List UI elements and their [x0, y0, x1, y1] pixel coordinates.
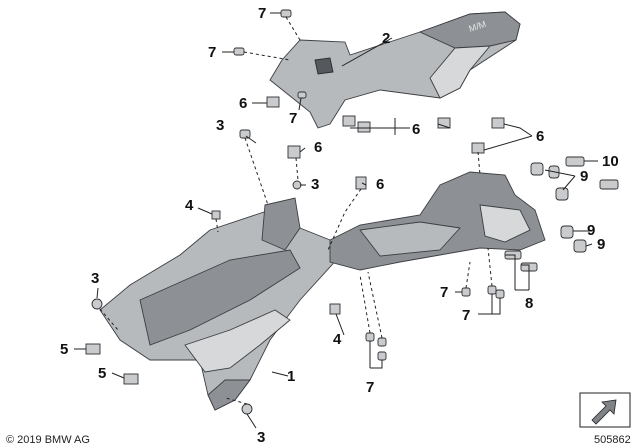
leader-lines: [74, 12, 598, 429]
screw-7-low-c: [495, 289, 505, 299]
clip-nut-6-h: [355, 176, 367, 190]
callout-6: 6: [376, 176, 384, 193]
clip-nut-6-c: [357, 121, 371, 133]
diagram-number: 505862: [594, 434, 631, 446]
screw-3-b: [292, 180, 302, 190]
assembly-lines: [99, 16, 493, 405]
callout-3: 3: [91, 270, 99, 287]
grommet-4-a: [211, 210, 221, 220]
callout-7: 7: [462, 307, 470, 324]
clip-nut-6-f: [471, 142, 485, 154]
clip-nut-6-e: [491, 117, 505, 129]
callout-7: 7: [208, 44, 216, 61]
screw-7-low-f: [377, 351, 387, 361]
screw-3-c: [91, 298, 103, 310]
nut-5-a: [85, 343, 101, 355]
screw-7-low-e: [377, 337, 387, 347]
callout-5: 5: [98, 365, 106, 382]
callout-6: 6: [536, 128, 544, 145]
grommet-4-b: [329, 303, 341, 315]
part-2-tail-cover: M/M: [269, 11, 521, 129]
bushing-9-e: [573, 239, 587, 253]
screw-3-a: [239, 129, 251, 139]
screw-7-top: [280, 9, 292, 18]
callout-labels: 7 7 2 6 7 3 6 6 6 3 6 10 9 4 9 9 3 7 8 7…: [60, 5, 619, 446]
callout-7: 7: [289, 110, 297, 127]
clip-nut-6-b: [342, 115, 356, 127]
callout-6: 6: [239, 95, 247, 112]
clip-nut-6-a: [266, 96, 280, 108]
part-1-rear-frame: [99, 171, 546, 411]
bushing-9-a: [530, 162, 544, 176]
callout-4: 4: [333, 331, 342, 348]
screw-7-left: [233, 47, 245, 56]
callout-7: 7: [440, 284, 448, 301]
callout-5: 5: [60, 341, 68, 358]
callout-1: 1: [287, 368, 295, 385]
clip-nut-6-d: [437, 117, 451, 129]
screw-7-low-b: [487, 285, 497, 295]
nut-5-b: [123, 373, 139, 385]
callout-10: 10: [602, 153, 619, 170]
callout-4: 4: [185, 197, 194, 214]
screw-7-low-d: [365, 332, 375, 342]
bolt-10-b: [599, 179, 619, 190]
callout-6: 6: [412, 121, 420, 138]
screw-7-low-a: [461, 287, 471, 297]
screw-7-mid: [297, 91, 307, 99]
screw-3-d: [241, 403, 253, 415]
callout-8: 8: [525, 295, 533, 312]
bushing-9-c: [555, 187, 569, 201]
arrow-pointer-icon: [579, 392, 631, 428]
callout-2: 2: [382, 30, 390, 47]
callout-3: 3: [311, 176, 319, 193]
callout-7: 7: [258, 5, 266, 22]
copyright-text: © 2019 BMW AG: [6, 434, 90, 446]
callout-9: 9: [580, 168, 588, 185]
callout-6: 6: [314, 139, 322, 156]
callout-9: 9: [597, 236, 605, 253]
callout-9: 9: [587, 222, 595, 239]
callout-7: 7: [366, 379, 374, 396]
callout-3: 3: [257, 429, 265, 446]
bushing-9-d: [560, 225, 574, 239]
clip-nut-6-g: [287, 145, 301, 159]
callout-3: 3: [216, 117, 224, 134]
bolt-10-a: [565, 156, 585, 167]
